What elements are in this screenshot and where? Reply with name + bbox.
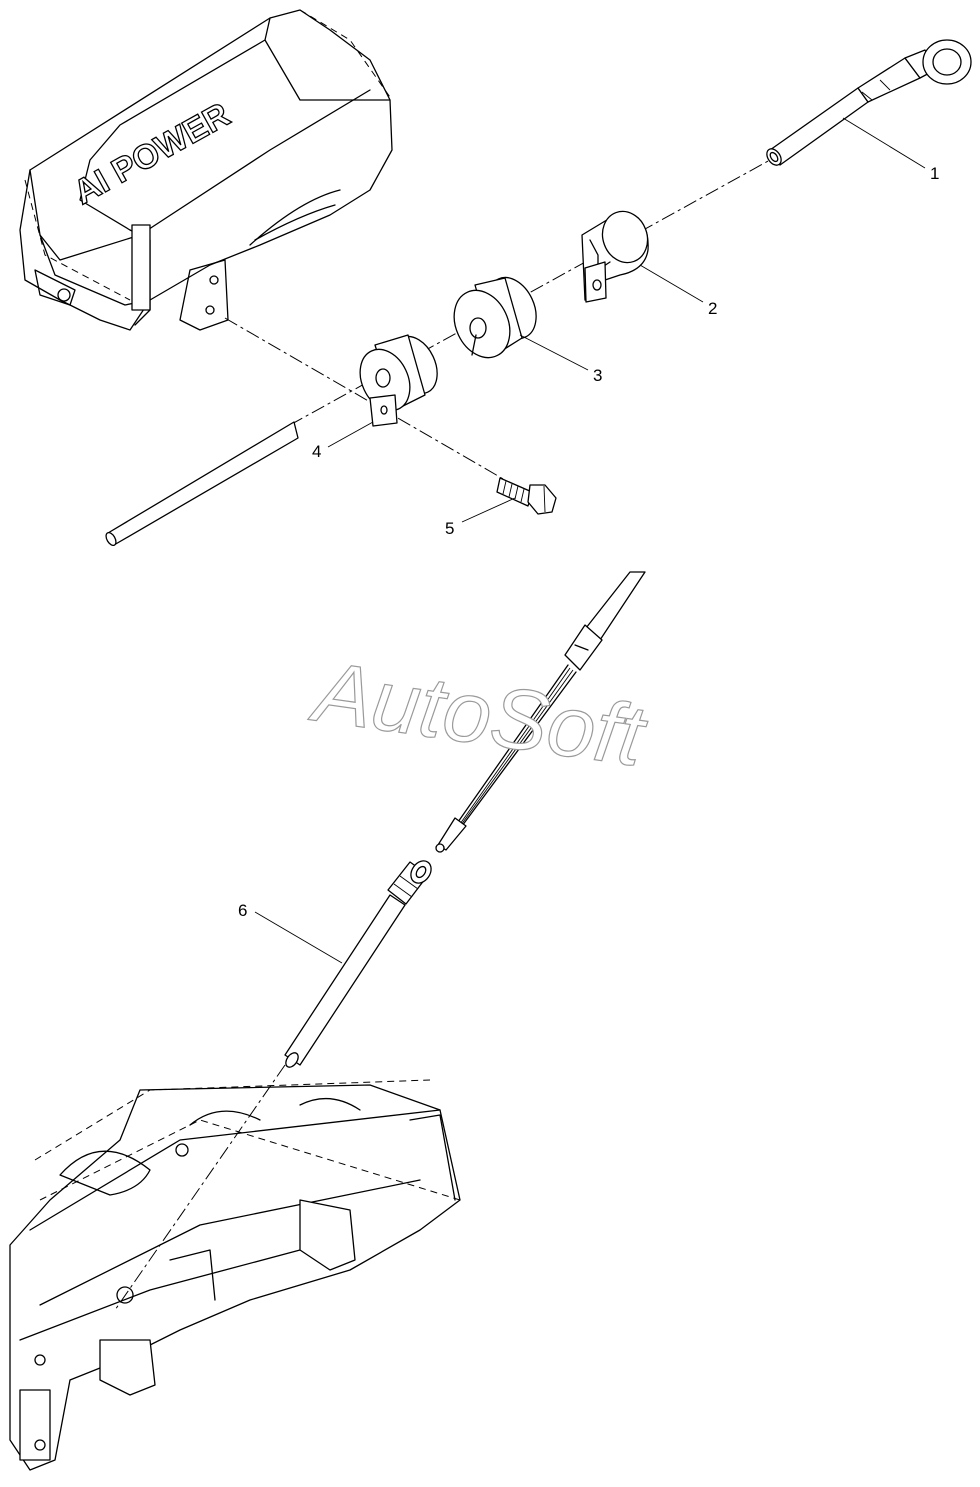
- part-5-bolt: [496, 477, 557, 515]
- leader-line-3: [519, 334, 589, 371]
- part-number-2: 2: [708, 299, 717, 318]
- leader-line-1: [842, 117, 926, 169]
- part-2-bracket: [581, 210, 649, 303]
- leader-line-5: [461, 497, 516, 523]
- leader-line-2: [639, 264, 704, 303]
- engine-cover: AI POWER: [19, 9, 393, 331]
- part-number-1: 1: [930, 164, 939, 183]
- part-number-4: 4: [312, 442, 321, 461]
- part-number-3: 3: [593, 366, 602, 385]
- part-4-mount-grommet: [359, 334, 438, 427]
- part-number-6: 6: [238, 901, 247, 920]
- leader-line-4: [327, 421, 374, 448]
- part-6-dipstick-tube: [284, 860, 432, 1068]
- part-1-dipstick-handle: [766, 39, 972, 166]
- leader-line-6: [254, 911, 343, 964]
- watermark-text: AutoSoft: [304, 643, 652, 785]
- part-3-grommet: [453, 276, 537, 359]
- part-number-5: 5: [445, 519, 454, 538]
- axis-line-dipstick: [289, 159, 771, 426]
- engine-block: [9, 1064, 461, 1471]
- dipstick-cable-assembly: [435, 571, 646, 853]
- dipstick-rod-segment: [105, 421, 299, 547]
- axis-line-cover-to-bolt: [224, 317, 506, 481]
- leader-lines: [254, 117, 926, 964]
